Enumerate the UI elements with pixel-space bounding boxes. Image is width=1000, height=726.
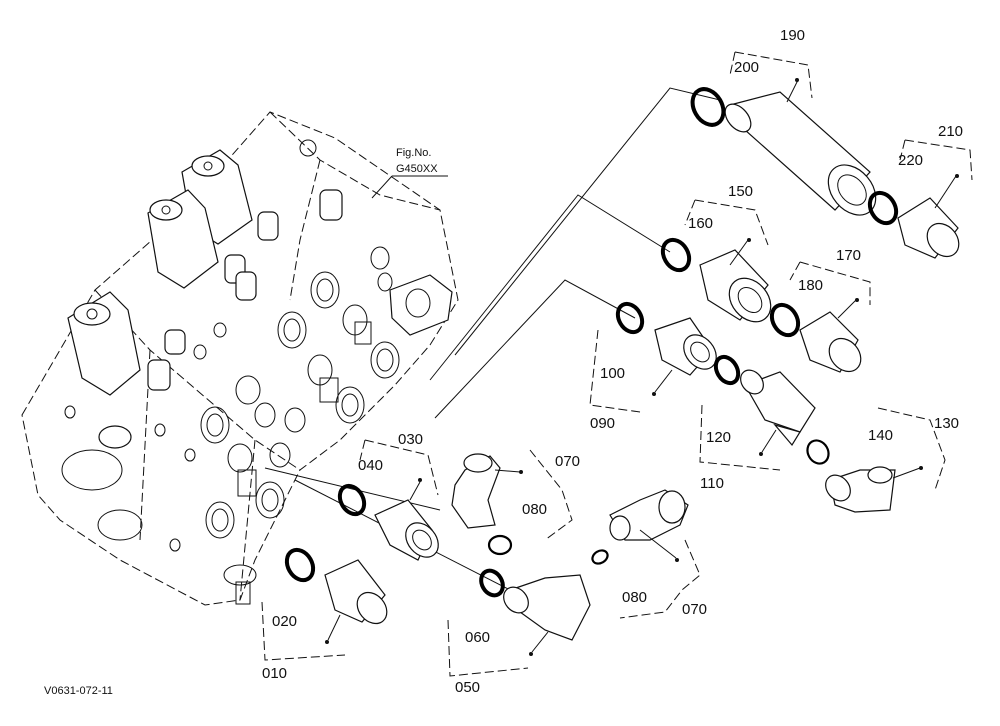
part-050-group: 060 050 [447, 568, 591, 696]
part-090-group: 100 090 [589, 301, 717, 432]
figure-ref-code: G450XX [396, 163, 438, 175]
callout-020: 020 [272, 613, 297, 630]
leader-line-090 [434, 279, 636, 419]
part-010-group: 020 010 [261, 547, 388, 682]
part-110-group: 120 110 [699, 354, 816, 492]
part-190-group: 190 200 [690, 27, 877, 216]
part-070-lower-group: 080 070 [591, 489, 707, 619]
oring-020 [284, 547, 316, 583]
callout-010: 010 [262, 665, 287, 682]
callout-050: 050 [455, 679, 480, 696]
callout-150: 150 [728, 183, 753, 200]
part-070-upper-group: 070 080 [451, 449, 580, 556]
callout-070-lower: 070 [682, 601, 707, 618]
leader-line-190 [454, 87, 721, 356]
callout-040: 040 [358, 457, 383, 474]
valve-top-blocks [67, 149, 343, 449]
callout-100: 100 [600, 365, 625, 382]
drawing-number: V0631-072-11 [44, 685, 113, 697]
callout-190: 190 [780, 27, 805, 44]
callout-110: 110 [700, 475, 724, 492]
leader-line-030 [264, 467, 441, 511]
oring-200 [690, 87, 726, 127]
oring-100 [615, 301, 645, 335]
callout-140: 140 [868, 427, 893, 444]
callout-120: 120 [706, 429, 731, 446]
part-150-group: 150 160 [660, 183, 772, 323]
leader-line-150 [429, 194, 671, 381]
callout-180: 180 [798, 277, 823, 294]
callout-080-upper: 080 [522, 501, 547, 518]
callout-160: 160 [688, 215, 713, 232]
part-030-group: 030 040 [337, 431, 439, 561]
valve-ports [64, 246, 400, 552]
callout-220: 220 [898, 152, 923, 169]
callout-210: 210 [938, 123, 963, 140]
figure-ref-label: Fig.No. [396, 147, 431, 159]
oring-160 [660, 237, 692, 273]
control-valve-body [21, 111, 459, 606]
callout-080-lower: 080 [622, 589, 647, 606]
oring-080-upper [487, 534, 513, 556]
callout-090: 090 [590, 415, 615, 432]
part-210-group: 210 220 [867, 123, 973, 259]
callout-200: 200 [734, 59, 759, 76]
oring-060 [479, 568, 505, 598]
oring-120 [713, 354, 741, 386]
part-170-group: 170 180 [769, 247, 871, 373]
oring-220 [867, 190, 899, 226]
callout-130: 130 [934, 415, 959, 432]
callout-170: 170 [836, 247, 861, 264]
callout-060: 060 [465, 629, 490, 646]
oring-180 [769, 302, 801, 338]
callout-030: 030 [398, 431, 423, 448]
part-130-group: 130 140 [806, 407, 959, 513]
callout-070-upper: 070 [555, 453, 580, 470]
figure-reference: Fig.No. G450XX [371, 147, 448, 199]
oring-040 [337, 483, 367, 517]
oring-080-lower [591, 549, 609, 565]
oring-140 [806, 439, 830, 465]
